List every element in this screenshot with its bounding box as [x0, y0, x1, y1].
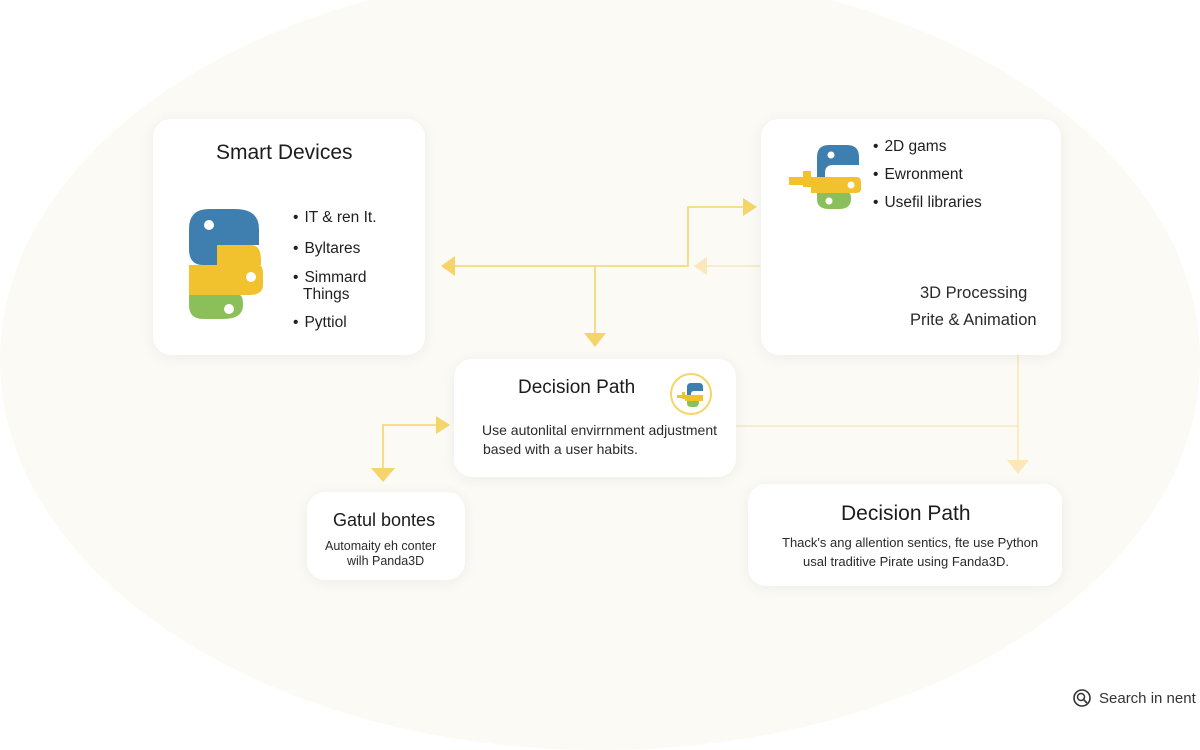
connector-main-horizontal [455, 206, 745, 267]
arrowhead-faint-down [1007, 460, 1029, 474]
decision-path-center-card: Decision Path Use autonlital envirrnment… [454, 359, 736, 477]
decision-path-right-card: Decision Path Thack's ang allention sent… [748, 484, 1062, 586]
list-item: •IT & ren It. [293, 209, 377, 226]
search-icon [1073, 689, 1091, 707]
smart-devices-card: Smart Devices •IT & ren It. •Byltares •S… [153, 119, 425, 355]
decision-path-right-line-1: Thack's ang allention sentics, fte use P… [782, 535, 1039, 550]
decision-path-center-line-2: based with a user habits. [483, 441, 638, 457]
python-logo-icon [189, 209, 263, 319]
connector-left-branch [382, 424, 440, 476]
list-item: •Byltares [293, 240, 361, 257]
python-badge [670, 373, 712, 415]
decision-path-right-title: Decision Path [841, 502, 971, 525]
search-label: Search in nent [1099, 689, 1196, 707]
search-button[interactable]: Search in nent [1072, 688, 1196, 708]
list-item: •2D gams [873, 138, 947, 155]
features-line-2: Prite & Animation [910, 311, 1037, 329]
list-item: •Pyttiol [293, 314, 347, 331]
decision-path-center-title: Decision Path [518, 377, 636, 398]
arrowhead-left [441, 256, 455, 276]
arrowhead-down-center [584, 333, 606, 347]
list-item: •Ewronment [873, 166, 963, 183]
decision-path-right-line-2: usal traditive Pirate using Fanda3D. [803, 554, 1009, 569]
list-item: •Usefil libraries [873, 194, 982, 211]
small-info-line-2: wilh Panda3D [347, 554, 425, 568]
features-card: •2D gams •Ewronment •Usefil libraries 3D… [761, 119, 1061, 355]
connector-lines [371, 198, 1029, 482]
small-info-card: Gatul bontes Automaity eh conter wilh Pa… [307, 492, 465, 580]
arrowhead-right-decision [436, 416, 450, 434]
decision-path-center-line-1: Use autonlital envirrnment adjustment [482, 422, 718, 438]
small-info-line-1: Automaity eh conter [325, 539, 437, 553]
python-logo-icon [789, 145, 861, 209]
small-info-title: Gatul bontes [333, 510, 436, 530]
arrowhead-faint-left [694, 257, 707, 275]
features-line-1: 3D Processing [920, 284, 1028, 302]
list-item: •Simmard [293, 269, 367, 286]
arrowhead-right-top [743, 198, 757, 216]
list-item-continued: Things [303, 286, 350, 303]
smart-devices-title: Smart Devices [216, 141, 353, 164]
arrowhead-down-left [371, 468, 395, 482]
python-logo-icon [677, 383, 703, 407]
